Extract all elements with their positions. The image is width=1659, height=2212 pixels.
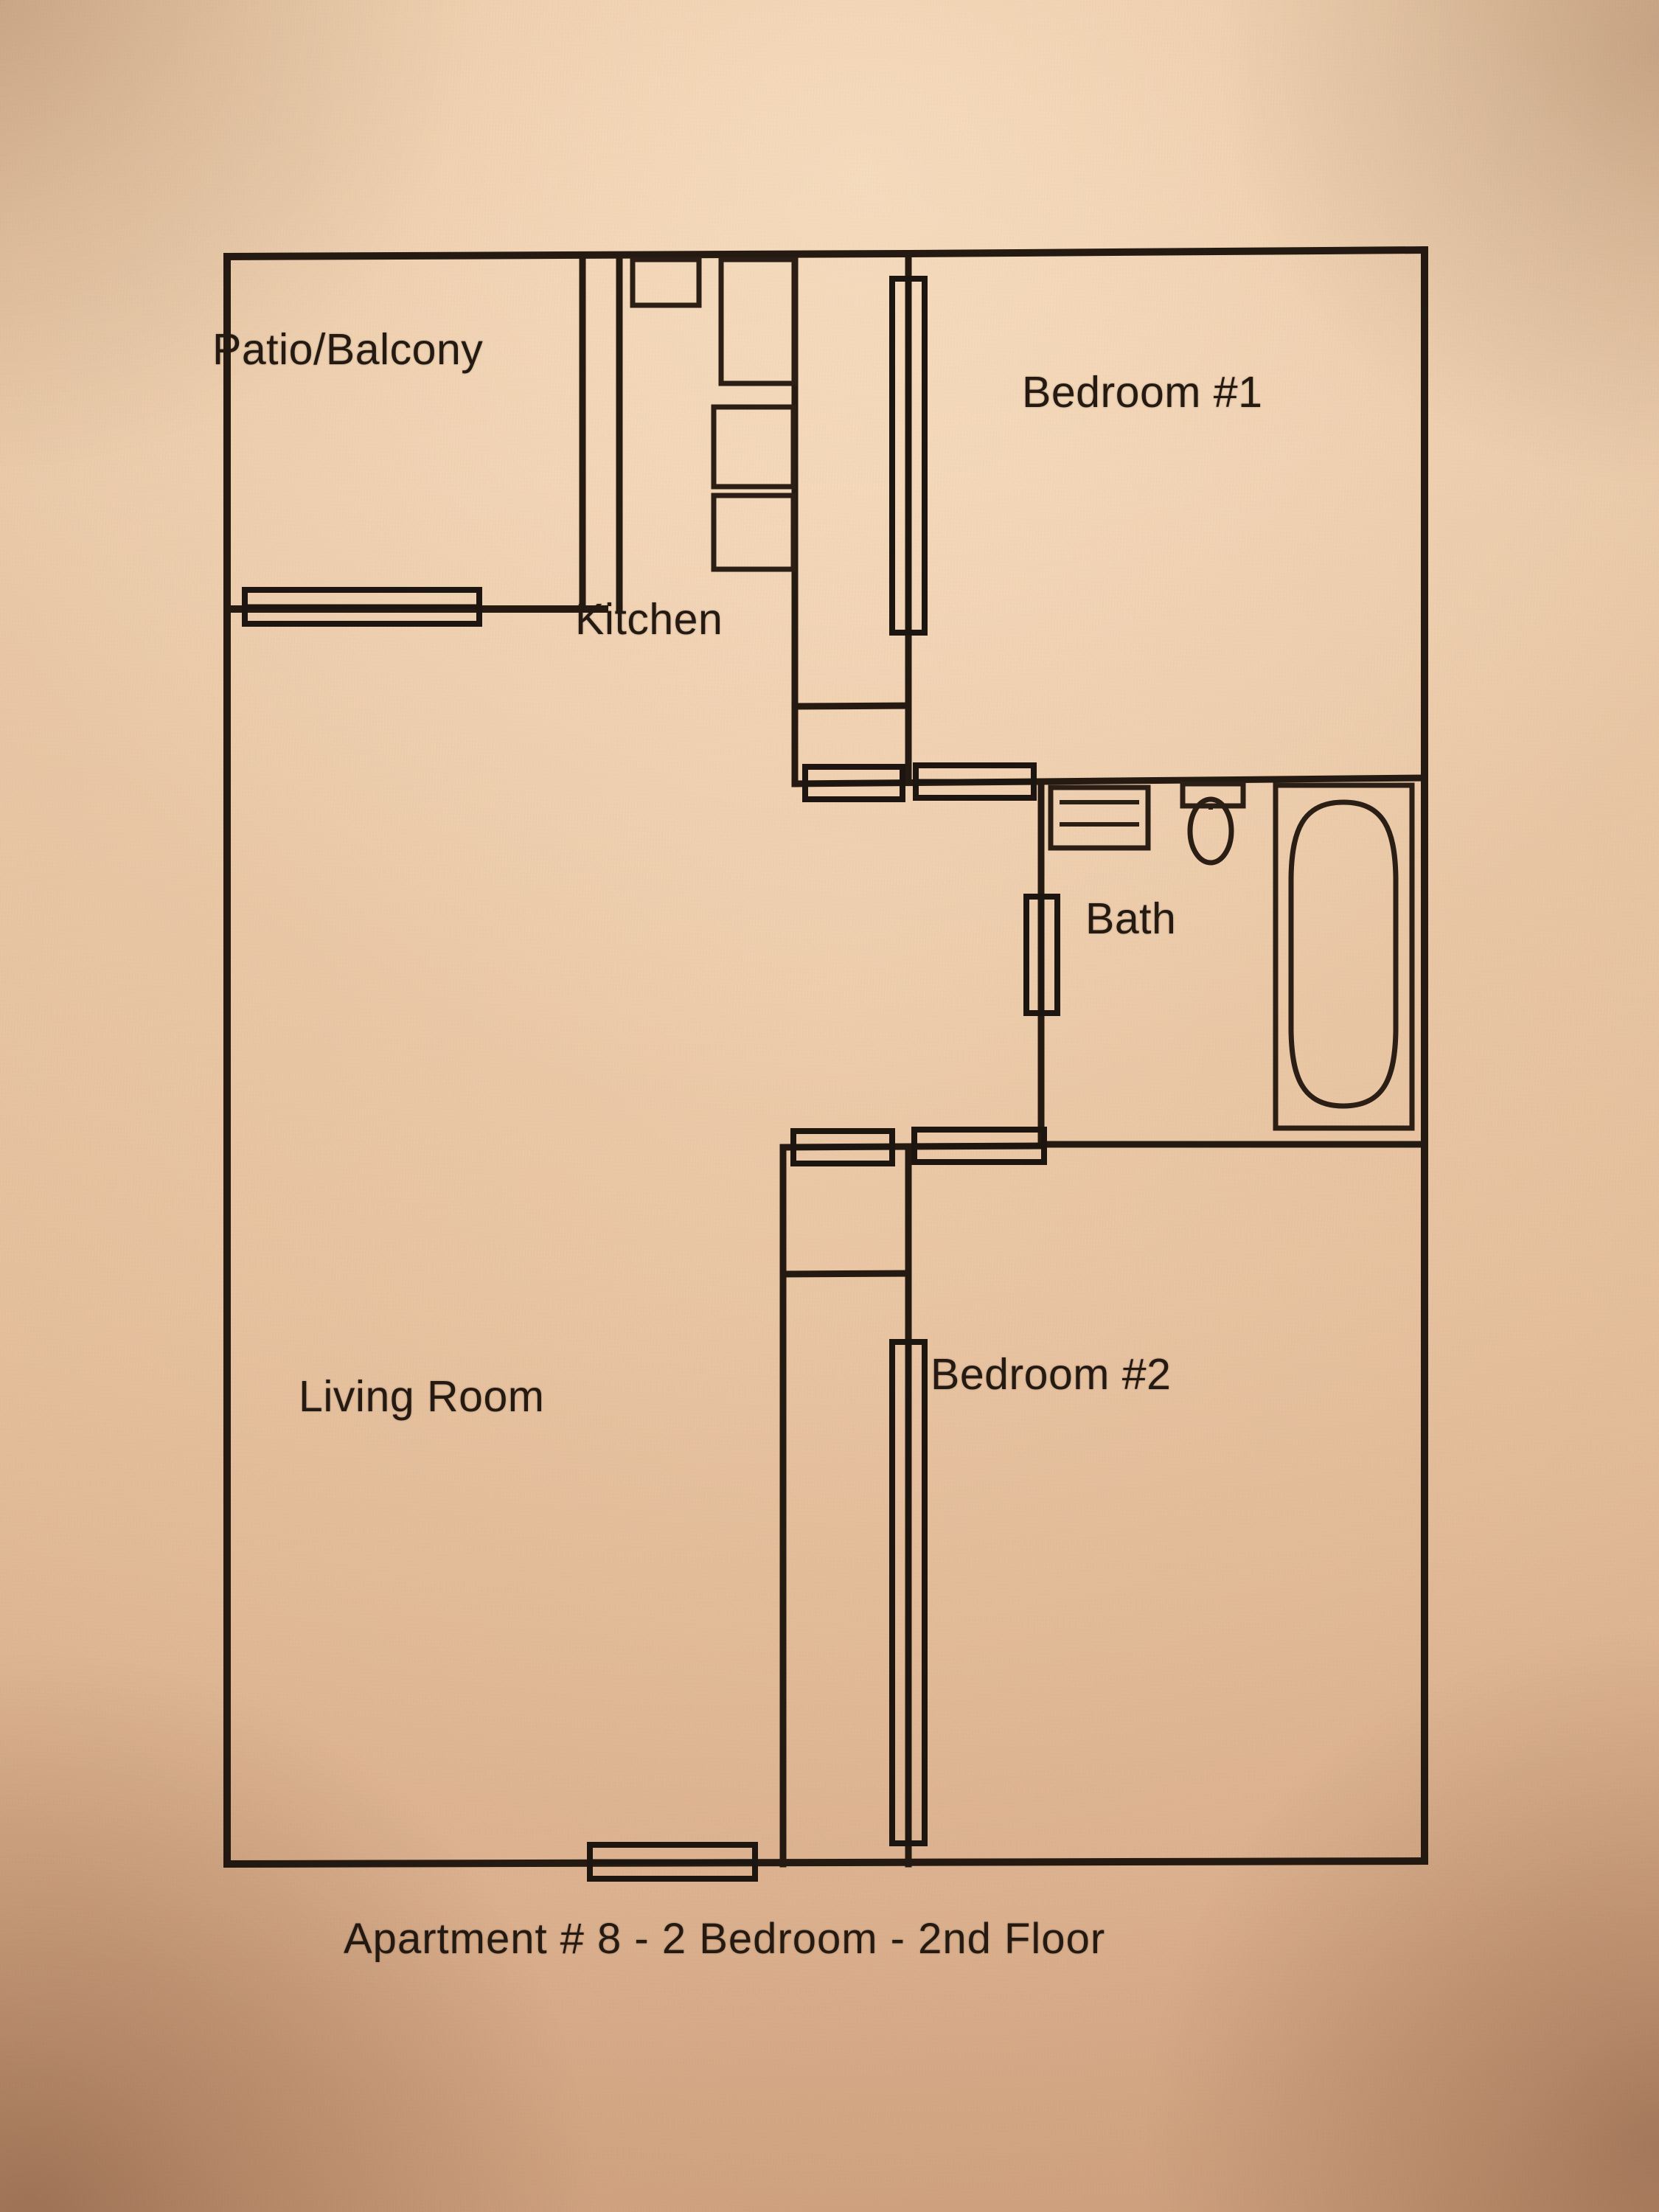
kitchen-pantry-icon [630, 257, 702, 308]
bedroom2-closet-door-icon [889, 1339, 928, 1846]
bathtub-basin-icon [1288, 799, 1399, 1109]
bath-entry-door-icon [1023, 894, 1060, 1016]
interior-walls [579, 250, 1428, 1868]
toilet-bowl-icon [1187, 796, 1234, 866]
apartment-entry-door-icon [587, 1842, 758, 1882]
bathtub-surround-icon [1273, 782, 1415, 1131]
refrigerator-icon [718, 257, 798, 386]
kitchen-fixtures [630, 257, 798, 572]
bath-fixtures [1048, 781, 1415, 1131]
doors [242, 276, 1060, 1882]
exterior-walls [223, 246, 1429, 1868]
room-label-patio: Patio/Balcony [212, 325, 484, 374]
vanity-counter-icon [1048, 785, 1151, 851]
room-label-bedroom2: Bedroom #2 [931, 1350, 1172, 1399]
sink-counter-icon [711, 493, 796, 572]
range-oven-icon [711, 404, 796, 490]
hall-closet-door-icon [802, 764, 905, 802]
bedroom1-closet-door-icon [889, 276, 928, 636]
room-label-kitchen: Kitchen [575, 595, 723, 644]
bedroom1-entry-door-icon [913, 762, 1037, 801]
toilet-tank-icon [1180, 781, 1246, 809]
room-label-living-room: Living Room [299, 1372, 545, 1421]
plan-caption: Apartment # 8 - 2 Bedroom - 2nd Floor [344, 1915, 1106, 1963]
patio-sliding-door-icon [242, 587, 482, 627]
room-label-bath: Bath [1085, 894, 1177, 943]
room-label-bedroom1: Bedroom #1 [1022, 368, 1263, 417]
bedroom2-entry-door-icon [911, 1127, 1047, 1165]
linen-closet-door-icon [790, 1128, 895, 1166]
